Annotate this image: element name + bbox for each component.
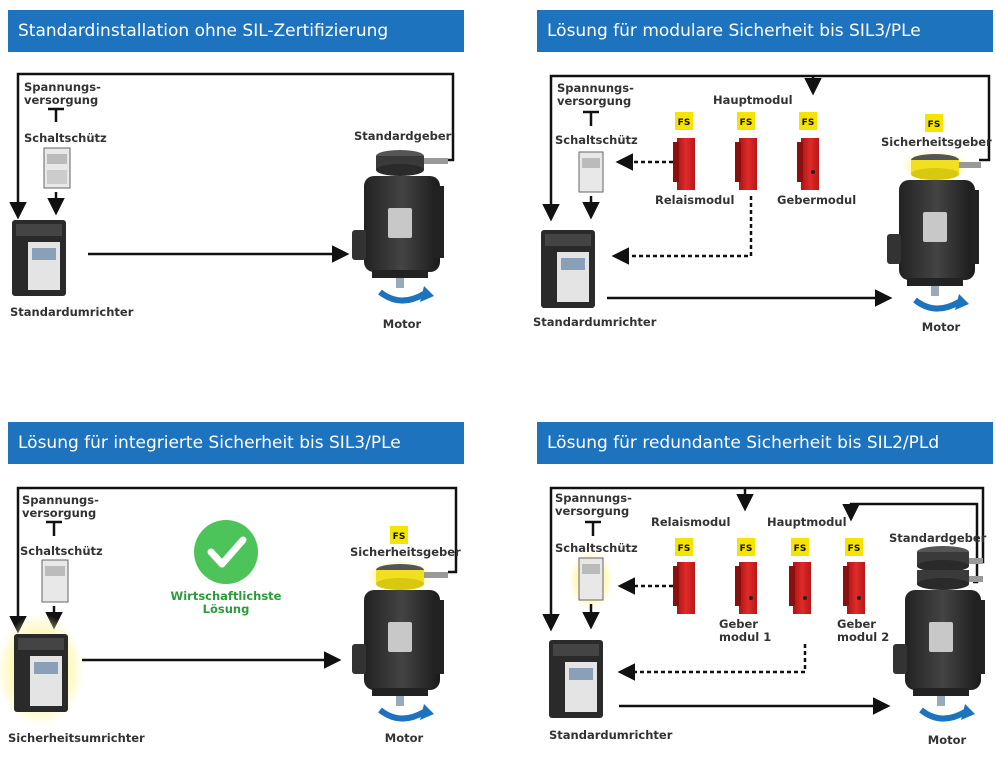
main-module-label: Hauptmodul: [767, 515, 847, 529]
motor-device: [887, 180, 979, 296]
encoder-feedback-line: [9, 72, 455, 220]
encoder-device: [376, 150, 448, 176]
drive-label: Standardumrichter: [533, 315, 657, 329]
svg-text:FS: FS: [678, 544, 691, 554]
encoder-module-label: Gebermodul: [777, 193, 856, 207]
contactor-label: Schaltschütz: [24, 131, 107, 145]
motor-label: Motor: [928, 733, 967, 747]
rotation-arrow-icon: [913, 297, 961, 312]
drive-device: [14, 634, 68, 712]
contactor-label: Schaltschütz: [20, 544, 103, 558]
panel-title: Standardinstallation ohne SIL-Zertifizie…: [8, 10, 464, 52]
motor-device: [352, 176, 444, 288]
panel-redundant: Lösung für redundante Sicherheit bis SIL…: [537, 422, 996, 762]
power-supply-label: Spannungs-versorgung: [22, 493, 99, 520]
motor-device: [893, 590, 985, 706]
contactor-label: Schaltschütz: [555, 133, 638, 147]
contactor-device: [578, 151, 604, 193]
panel-integrated: Lösung für integrierte Sicherheit bis SI…: [0, 422, 468, 762]
contactor-device: [41, 559, 69, 603]
svg-text:FS: FS: [794, 544, 807, 554]
fs-badge: FS: [925, 114, 943, 132]
power-supply-label: Spannungs-versorgung: [557, 81, 634, 108]
diagram-modular: Spannungs-versorgung Schaltschütz Hauptm…: [533, 74, 992, 334]
panel-title: Lösung für integrierte Sicherheit bis SI…: [8, 422, 464, 464]
rotation-arrow-icon: [919, 707, 967, 722]
rotation-arrow-icon: [378, 707, 426, 722]
encoder-label: Standardgeber: [889, 531, 987, 545]
motor-label: Motor: [385, 731, 424, 745]
fs-badge: FS: [737, 538, 755, 556]
panel-standard: Standardinstallation ohne SIL-Zertifizie…: [8, 10, 468, 350]
main-module-device: [735, 138, 757, 190]
fs-badge: FS: [845, 538, 863, 556]
encoder-device: [911, 154, 981, 180]
encoder-module-device: [797, 138, 819, 190]
drive-device: [541, 230, 595, 308]
drive-label: Standardumrichter: [10, 305, 134, 319]
encoder-label: Standardgeber: [354, 129, 452, 143]
svg-text:FS: FS: [740, 118, 753, 128]
contactor-device: [578, 557, 604, 601]
fs-badge: FS: [675, 538, 693, 556]
encoder-module-1-device: [789, 562, 811, 614]
drive-device: [549, 640, 603, 718]
check-icon: [194, 520, 258, 584]
encoder-label: Sicherheitsgeber: [350, 545, 461, 559]
motor-device: [352, 590, 444, 706]
svg-text:FS: FS: [928, 120, 941, 130]
rotation-arrow-icon: [378, 289, 426, 304]
motor-label: Motor: [383, 317, 422, 331]
drive-label: Sicherheitsumrichter: [8, 731, 145, 745]
drive-device: [12, 220, 66, 296]
panel-title: Lösung für redundante Sicherheit bis SIL…: [537, 422, 993, 464]
diagram-redundant: Spannungs-versorgung Schaltschütz Relais…: [542, 486, 987, 747]
svg-text:FS: FS: [678, 118, 691, 128]
svg-text:FS: FS: [848, 544, 861, 554]
panel-title: Lösung für modulare Sicherheit bis SIL3/…: [537, 10, 993, 52]
main-module-label: Hauptmodul: [713, 93, 793, 107]
contactor-device: [43, 147, 71, 189]
relay-module-device: [673, 562, 695, 614]
drive-label: Standardumrichter: [549, 728, 673, 742]
module-to-drive-arrow: [617, 644, 807, 681]
svg-text:FS: FS: [740, 544, 753, 554]
fs-badge: FS: [390, 526, 408, 544]
fs-badge: FS: [675, 112, 693, 130]
diagram-integrated: Spannungs-versorgung Schaltschütz Wirtsc…: [0, 486, 461, 745]
encoder-stack-device: [917, 546, 983, 590]
encoder-label: Sicherheitsgeber: [881, 135, 992, 149]
module-to-drive-arrow: [611, 196, 753, 265]
diagram-standard: Spannungs-versorgung Schaltschütz Standa…: [9, 72, 455, 331]
svg-text:FS: FS: [802, 118, 815, 128]
relay-module-label: Relaismodul: [655, 193, 734, 207]
relay-module-label: Relaismodul: [651, 515, 730, 529]
relay-module-device: [673, 138, 695, 190]
panel-modular: Lösung für modulare Sicherheit bis SIL3/…: [533, 10, 996, 350]
svg-text:FS: FS: [393, 532, 406, 542]
encoder-device: [376, 564, 448, 590]
power-supply-label: Spannungs-versorgung: [24, 80, 101, 107]
power-supply-label: Spannungs-versorgung: [555, 491, 632, 518]
main-module-device: [735, 562, 757, 614]
encoder-feedback-line: [9, 486, 458, 634]
encoder-module-2-device: [843, 562, 865, 614]
fs-badge: FS: [799, 112, 817, 130]
encoder-feedback-line: [542, 74, 991, 222]
motor-label: Motor: [922, 320, 961, 334]
fs-badge: FS: [737, 112, 755, 130]
fs-badge: FS: [791, 538, 809, 556]
contactor-label: Schaltschütz: [555, 541, 638, 555]
